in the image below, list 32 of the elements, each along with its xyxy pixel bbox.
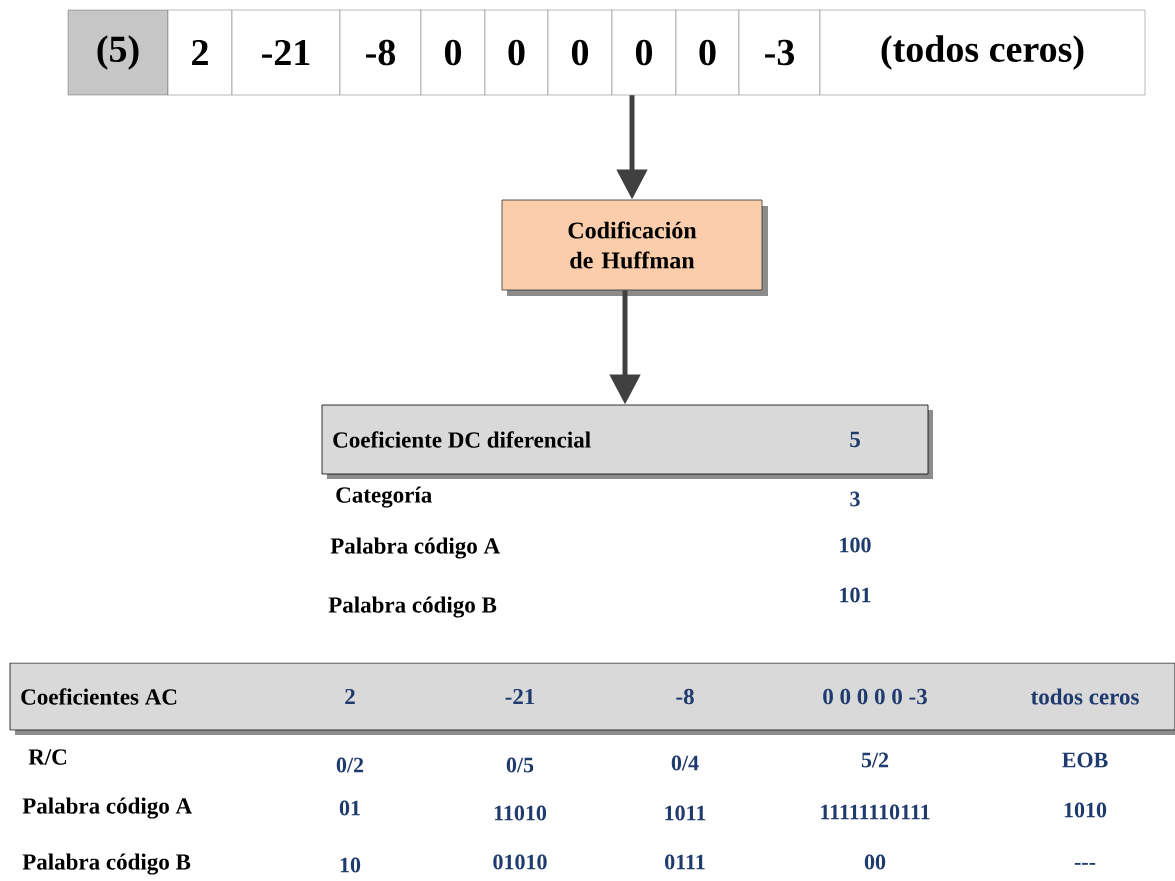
sequence-cell: -21 [231, 9, 341, 96]
table-value: 0/4 [671, 755, 699, 771]
table-value: 01010 [493, 854, 547, 870]
table-value: 100 [840, 537, 871, 553]
table-value: 0111 [665, 854, 705, 870]
table-value: 10 [340, 857, 361, 873]
row-label: Palabra código A [22, 797, 192, 819]
table-value: 01 [339, 800, 360, 816]
table-value: 00 [864, 854, 886, 870]
sequence-cell: 0 [611, 9, 677, 96]
header-box: Coeficientes AC 2 -21 -8 0 0 0 0 0 -3 todos ceros [9, 662, 1175, 735]
sequence-cell: 0 [675, 9, 740, 96]
table-value: 1011 [665, 805, 706, 821]
table-value: 11111110111 [821, 804, 930, 820]
sequence-cell: -8 [339, 9, 422, 96]
sequence-cell: (5) [67, 9, 169, 96]
row-label: Palabra código A [330, 537, 500, 559]
sequence-cell: 0 [420, 9, 486, 96]
sequence-cell: 0 [547, 9, 613, 96]
table-value: 0/5 [506, 757, 534, 773]
table-value: --- [1074, 862, 1096, 865]
table-value: 0/2 [336, 757, 364, 773]
sequence-cell: 2 [167, 9, 233, 96]
table-value: 1010 [1064, 802, 1107, 818]
sequence-cell: 0 [484, 9, 549, 96]
sequence-cell: -3 [738, 9, 821, 96]
table-value: 101 [840, 587, 871, 603]
header-box: Coeficiente DC diferencial 5 [321, 404, 933, 479]
process-box: Codificación de Huffman [501, 199, 768, 296]
table-value: 11010 [494, 805, 547, 821]
row-label: Palabra código B [328, 596, 497, 618]
row-label: Palabra código B [22, 853, 191, 875]
